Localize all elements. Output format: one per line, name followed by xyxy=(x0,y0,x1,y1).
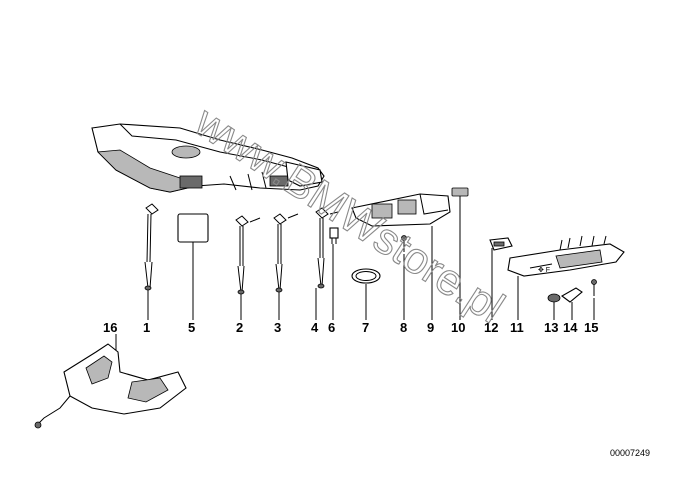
wire-harness-4 xyxy=(315,207,339,289)
callout-14: 14 xyxy=(563,320,578,335)
console-housing xyxy=(91,123,325,193)
part-6-clip xyxy=(329,227,339,244)
part-8-screw xyxy=(401,235,407,252)
callout-3: 3 xyxy=(274,320,281,335)
drawing-code: 00007249 xyxy=(610,448,650,458)
callout-9: 9 xyxy=(427,320,434,335)
callout-10: 10 xyxy=(451,320,465,335)
callout-4: 4 xyxy=(311,320,319,335)
svg-text:✥ F: ✥ F xyxy=(538,266,550,274)
leader-lines xyxy=(115,196,595,350)
part-14-holder xyxy=(561,287,583,303)
callout-numbers: 16 1 5 2 3 4 6 7 8 9 10 12 11 13 14 15 xyxy=(103,320,598,335)
part-11-reading-light: ✥ F xyxy=(507,235,625,277)
part-10-lens xyxy=(451,187,469,197)
callout-13: 13 xyxy=(544,320,558,335)
part-5-cover xyxy=(177,213,209,243)
callout-2: 2 xyxy=(236,320,243,335)
part-13-bulb xyxy=(547,293,561,303)
callout-8: 8 xyxy=(400,320,407,335)
callout-5: 5 xyxy=(188,320,195,335)
part-15-screw xyxy=(591,279,597,296)
part-9-lamp-housing xyxy=(351,193,451,227)
callout-12: 12 xyxy=(484,320,498,335)
part-12-switch xyxy=(489,237,513,251)
wire-harness-2 xyxy=(235,215,261,295)
watermark-text: www.BMWstore.pl xyxy=(186,97,513,333)
wire-harness-3 xyxy=(273,213,299,293)
callout-6: 6 xyxy=(328,320,335,335)
part-16-cable-assembly xyxy=(34,343,187,429)
callout-15: 15 xyxy=(584,320,598,335)
callout-1: 1 xyxy=(143,320,150,335)
callout-16: 16 xyxy=(103,320,117,335)
callout-11: 11 xyxy=(510,320,524,335)
wire-harness-1 xyxy=(144,203,159,291)
callout-7: 7 xyxy=(362,320,369,335)
